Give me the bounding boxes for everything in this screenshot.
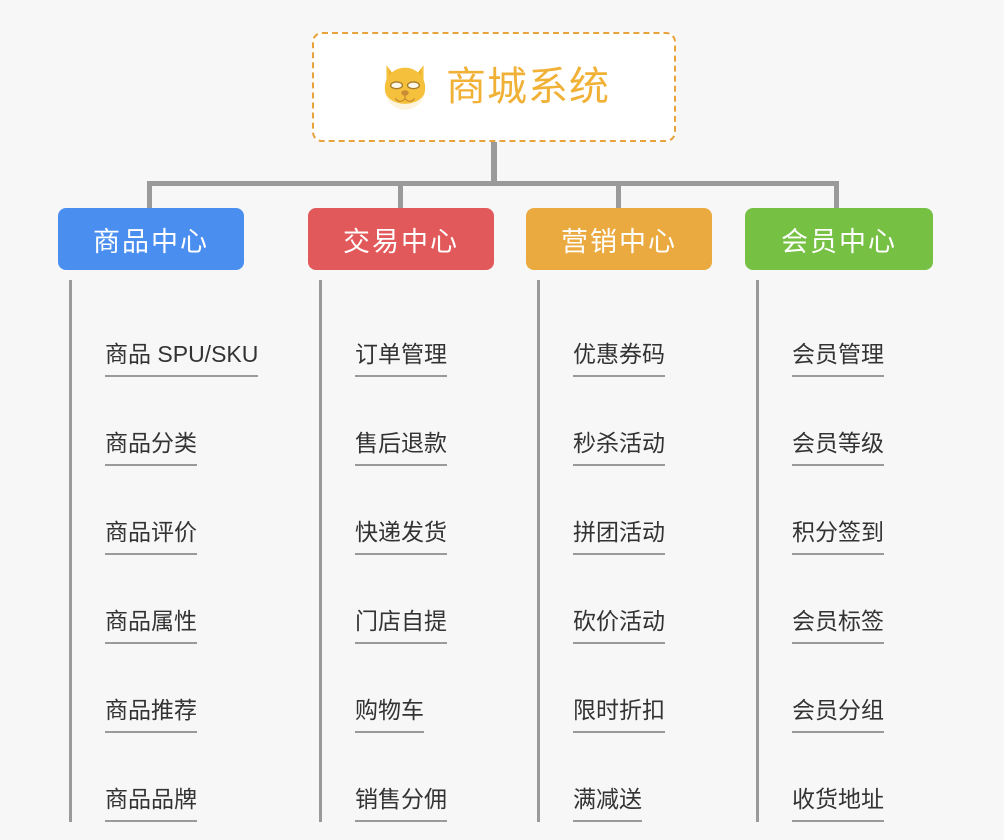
category-label: 交易中心 bbox=[343, 226, 459, 257]
list-item[interactable]: 商品品牌 bbox=[72, 733, 244, 822]
list-item-label: 拼团活动 bbox=[573, 518, 665, 555]
list-item-label: 会员分组 bbox=[792, 696, 884, 733]
list-item[interactable]: 商品属性 bbox=[72, 555, 244, 644]
connector-drop-3 bbox=[616, 181, 621, 210]
list-item-label: 会员管理 bbox=[792, 340, 884, 377]
category-column-trade: 交易中心 订单管理 售后退款 快递发货 门店自提 购物车 销售分佣 bbox=[308, 208, 494, 822]
list-item-label: 购物车 bbox=[355, 696, 424, 733]
connector-bus bbox=[147, 181, 839, 186]
connector-stem bbox=[491, 142, 497, 186]
list-item-label: 售后退款 bbox=[355, 429, 447, 466]
list-item[interactable]: 会员标签 bbox=[759, 555, 933, 644]
connector-drop-1 bbox=[147, 181, 152, 210]
category-header-product[interactable]: 商品中心 bbox=[58, 208, 244, 270]
list-item[interactable]: 限时折扣 bbox=[540, 644, 712, 733]
leaf-list-trade: 订单管理 售后退款 快递发货 门店自提 购物车 销售分佣 bbox=[319, 280, 494, 822]
root-title: 商城系统 bbox=[446, 65, 610, 109]
category-label: 营销中心 bbox=[561, 226, 677, 257]
category-header-member[interactable]: 会员中心 bbox=[745, 208, 933, 270]
connector-drop-4 bbox=[834, 181, 839, 210]
leaf-list-marketing: 优惠券码 秒杀活动 拼团活动 砍价活动 限时折扣 满减送 bbox=[537, 280, 712, 822]
list-item-label: 销售分佣 bbox=[355, 785, 447, 822]
list-item-label: 限时折扣 bbox=[573, 696, 665, 733]
list-item-label: 商品属性 bbox=[105, 607, 197, 644]
list-item-label: 秒杀活动 bbox=[573, 429, 665, 466]
list-item[interactable]: 积分签到 bbox=[759, 466, 933, 555]
list-item-label: 积分签到 bbox=[792, 518, 884, 555]
list-item[interactable]: 秒杀活动 bbox=[540, 377, 712, 466]
list-item-label: 收货地址 bbox=[792, 785, 884, 822]
list-item-label: 满减送 bbox=[573, 785, 642, 822]
list-item[interactable]: 砍价活动 bbox=[540, 555, 712, 644]
list-item-label: 订单管理 bbox=[355, 340, 447, 377]
list-item[interactable]: 收货地址 bbox=[759, 733, 933, 822]
list-item[interactable]: 会员管理 bbox=[759, 288, 933, 377]
connector-drop-2 bbox=[398, 181, 403, 210]
list-item-label: 商品推荐 bbox=[105, 696, 197, 733]
category-column-marketing: 营销中心 优惠券码 秒杀活动 拼团活动 砍价活动 限时折扣 满减送 bbox=[526, 208, 712, 822]
leaf-list-product: 商品 SPU/SKU 商品分类 商品评价 商品属性 商品推荐 商品品牌 bbox=[69, 280, 259, 822]
list-item-label: 快递发货 bbox=[355, 518, 447, 555]
list-item-label: 会员标签 bbox=[792, 607, 884, 644]
list-item[interactable]: 优惠券码 bbox=[540, 288, 712, 377]
category-label: 会员中心 bbox=[781, 226, 897, 257]
category-header-marketing[interactable]: 营销中心 bbox=[526, 208, 712, 270]
list-item-label: 商品品牌 bbox=[105, 785, 197, 822]
list-item-label: 商品分类 bbox=[105, 429, 197, 466]
list-item-label: 门店自提 bbox=[355, 607, 447, 644]
list-item[interactable]: 商品评价 bbox=[72, 466, 244, 555]
list-item[interactable]: 商品分类 bbox=[72, 377, 244, 466]
list-item[interactable]: 订单管理 bbox=[322, 288, 494, 377]
list-item[interactable]: 购物车 bbox=[322, 644, 494, 733]
list-item[interactable]: 快递发货 bbox=[322, 466, 494, 555]
list-item-label: 商品 SPU/SKU bbox=[105, 340, 259, 377]
list-item[interactable]: 商品推荐 bbox=[72, 644, 244, 733]
category-column-member: 会员中心 会员管理 会员等级 积分签到 会员标签 会员分组 收货地址 bbox=[745, 208, 933, 822]
list-item[interactable]: 门店自提 bbox=[322, 555, 494, 644]
list-item[interactable]: 销售分佣 bbox=[322, 733, 494, 822]
list-item-label: 会员等级 bbox=[792, 429, 884, 466]
list-item[interactable]: 售后退款 bbox=[322, 377, 494, 466]
list-item[interactable]: 商品 SPU/SKU bbox=[72, 288, 259, 377]
list-item-label: 砍价活动 bbox=[573, 607, 665, 644]
list-item[interactable]: 拼团活动 bbox=[540, 466, 712, 555]
dog-face-icon bbox=[384, 65, 426, 110]
root-node[interactable]: 商城系统 bbox=[312, 32, 676, 142]
category-header-trade[interactable]: 交易中心 bbox=[308, 208, 494, 270]
list-item-label: 优惠券码 bbox=[573, 340, 665, 377]
category-label: 商品中心 bbox=[93, 226, 209, 257]
list-item[interactable]: 满减送 bbox=[540, 733, 712, 822]
list-item-label: 商品评价 bbox=[105, 518, 197, 555]
list-item[interactable]: 会员分组 bbox=[759, 644, 933, 733]
list-item[interactable]: 会员等级 bbox=[759, 377, 933, 466]
leaf-list-member: 会员管理 会员等级 积分签到 会员标签 会员分组 收货地址 bbox=[756, 280, 933, 822]
category-column-product: 商品中心 商品 SPU/SKU 商品分类 商品评价 商品属性 商品推荐 商品品牌 bbox=[58, 208, 259, 822]
